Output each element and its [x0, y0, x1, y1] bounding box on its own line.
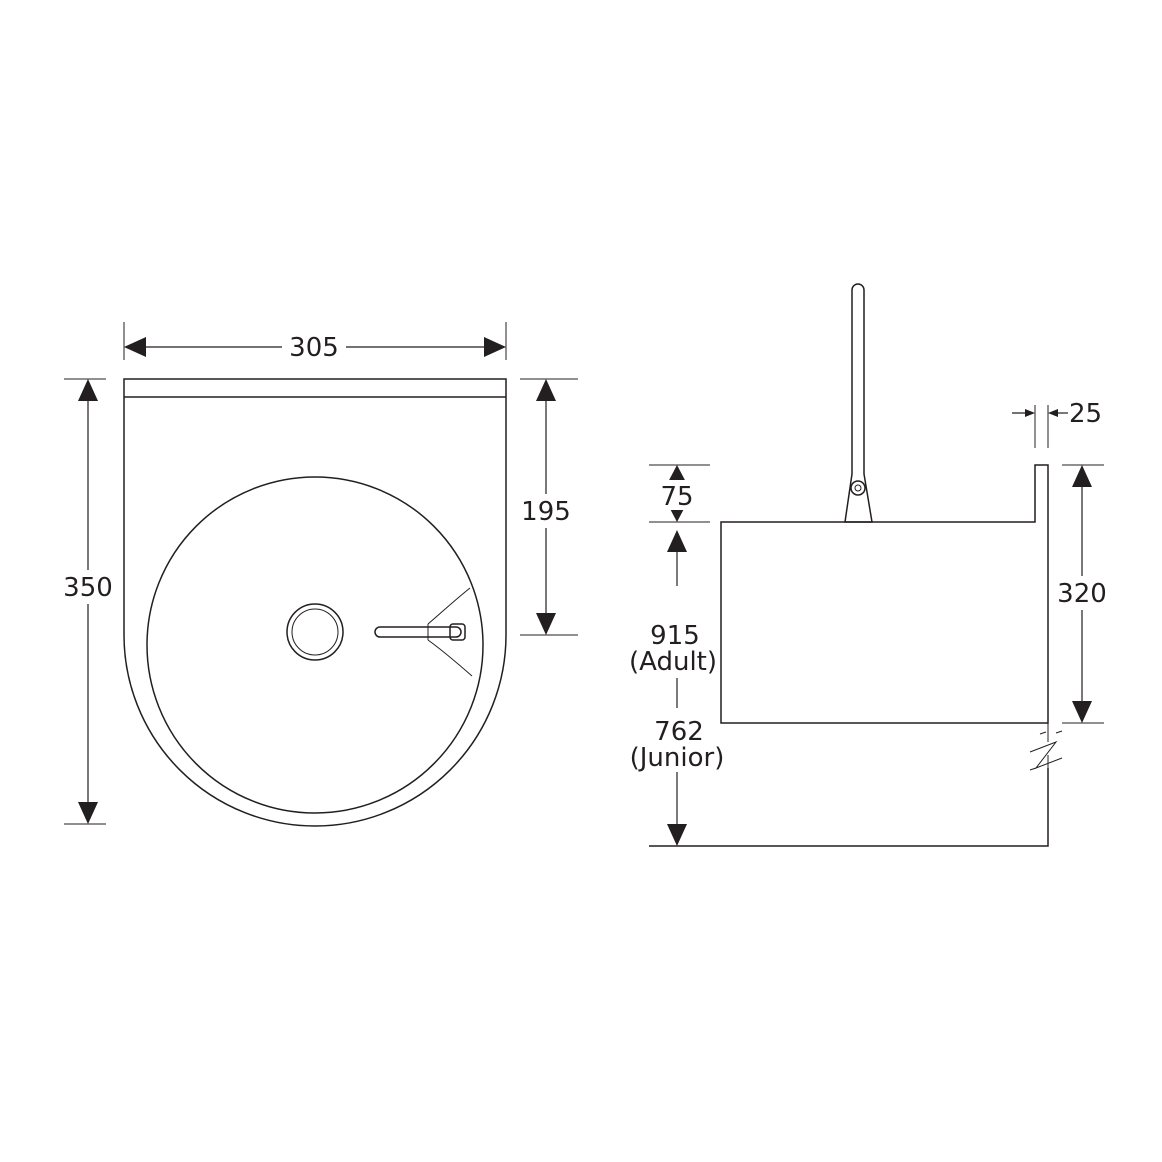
bubbler-riser: [844, 283, 873, 523]
dimension-adult-caption: (Adult): [629, 647, 717, 677]
plan-view: 305 350 195: [60, 322, 578, 827]
dimension-bowl-offset: 195: [518, 378, 578, 636]
dimension-body-height: 320: [1056, 464, 1110, 724]
dimension-width-label: 305: [289, 333, 339, 363]
basin-outline: [123, 378, 507, 827]
drain-inner: [291, 608, 339, 656]
fountain-body: [720, 464, 1049, 724]
wall-break-symbol: [1029, 723, 1063, 771]
dimension-junior-height-label: 762: [654, 717, 704, 747]
dimension-bowl-offset-label: 195: [521, 497, 571, 527]
dimension-depth-label: 350: [63, 573, 113, 603]
dimension-upstand-label: 75: [660, 482, 693, 512]
dimension-mounting-height: 915 (Adult) 762 (Junior): [629, 530, 724, 846]
dimension-junior-caption: (Junior): [630, 743, 725, 773]
bowl-outline: [146, 476, 484, 814]
bubbler-spout: [374, 587, 473, 677]
floor-line: [649, 768, 1049, 847]
dimension-wall-thickness: 25: [1012, 399, 1102, 448]
dimension-adult-height-label: 915: [650, 621, 700, 651]
dimension-width: 305: [123, 322, 507, 363]
dimension-body-height-label: 320: [1057, 579, 1107, 609]
dimension-depth: 350: [60, 378, 116, 825]
dimension-upstand: 75: [649, 464, 710, 523]
drain-outer: [286, 603, 344, 661]
dimension-wall-thickness-label: 25: [1069, 399, 1102, 429]
side-view: 25 75 320 915 (A: [629, 283, 1110, 847]
